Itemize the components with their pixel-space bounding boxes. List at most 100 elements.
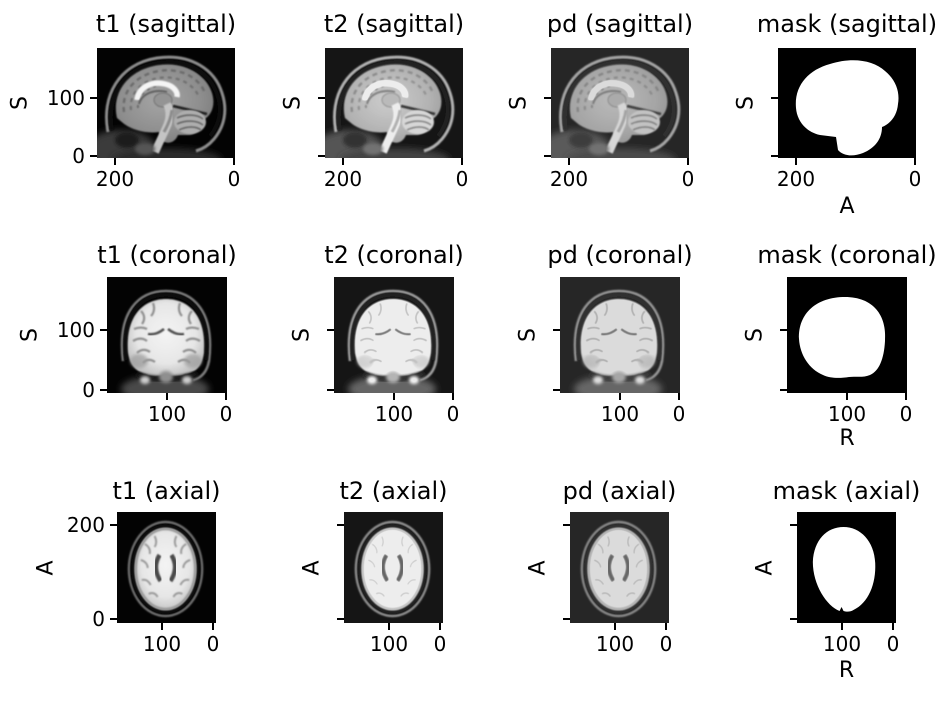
y-tick-mark <box>337 524 344 526</box>
y-axis-label: S <box>506 96 532 110</box>
y-tick-mark <box>318 155 325 157</box>
x-tick-mark <box>461 158 463 165</box>
y-tick-mark <box>90 155 97 157</box>
image-area <box>797 512 896 623</box>
plot-title: mask (sagittal) <box>756 9 938 38</box>
y-tick-mark <box>110 524 117 526</box>
plot-title: t1 (axial) <box>112 476 221 505</box>
y-tick-mark <box>100 329 107 331</box>
brain-image-t1-sagittal <box>97 48 235 158</box>
plot-title: t2 (axial) <box>339 476 448 505</box>
x-tick-label: 200 <box>95 167 135 191</box>
x-axis-label: A <box>839 194 855 219</box>
y-tick-mark <box>553 329 560 331</box>
x-tick-mark <box>388 623 390 630</box>
brain-image-t2-sagittal <box>325 48 463 158</box>
x-tick-mark <box>841 623 843 630</box>
image-area <box>560 277 680 393</box>
image-area <box>551 48 689 158</box>
x-tick-mark <box>393 393 395 400</box>
image-area <box>334 277 454 393</box>
y-axis-label: A <box>299 559 325 576</box>
x-tick-mark <box>166 393 168 400</box>
y-tick-mark <box>337 618 344 620</box>
x-tick-mark <box>687 158 689 165</box>
x-tick-label: 0 <box>206 632 220 656</box>
x-tick-label: 0 <box>227 167 241 191</box>
subplot-t2-coronal: t2 (coronal) S 100 0 <box>290 241 464 426</box>
x-tick-mark <box>225 393 227 400</box>
brain-image-t2-coronal <box>334 277 454 393</box>
y-tick-label: 0 <box>92 607 105 631</box>
x-tick-mark <box>614 623 616 630</box>
x-tick-label: 0 <box>433 632 447 656</box>
x-tick-label: 100 <box>142 632 182 656</box>
y-tick-mark <box>790 618 797 620</box>
image-area <box>344 512 443 623</box>
y-tick-mark <box>90 97 97 99</box>
y-tick-mark <box>327 389 334 391</box>
image-area <box>778 48 916 158</box>
x-tick-mark <box>892 623 894 630</box>
plot-title: t2 (coronal) <box>324 240 464 269</box>
y-tick-mark <box>780 389 787 391</box>
brain-mask-axial <box>797 512 896 623</box>
y-axis-label: S <box>733 96 759 110</box>
x-tick-mark <box>342 158 344 165</box>
x-tick-label: 0 <box>908 167 922 191</box>
y-tick-mark <box>100 389 107 391</box>
x-tick-mark <box>905 393 907 400</box>
x-tick-label: 200 <box>323 167 363 191</box>
y-tick-mark <box>563 524 570 526</box>
x-tick-label: 0 <box>659 632 673 656</box>
y-tick-mark <box>771 97 778 99</box>
x-tick-mark <box>795 158 797 165</box>
y-axis-label: S <box>289 328 315 342</box>
brain-image-pd-sagittal <box>551 48 689 158</box>
brain-image-t2-axial <box>344 512 443 623</box>
y-tick-label: 200 <box>66 513 105 537</box>
image-area <box>107 277 227 393</box>
x-tick-label: 0 <box>886 632 900 656</box>
plot-title: mask (coronal) <box>757 240 937 269</box>
subplot-mask-coronal: mask (coronal) S 100 0 R <box>743 241 937 451</box>
x-tick-mark <box>161 623 163 630</box>
plot-title: pd (sagittal) <box>546 9 694 38</box>
y-tick-mark <box>780 329 787 331</box>
x-tick-mark <box>619 393 621 400</box>
subplot-t1-sagittal: t1 (sagittal) S 100 0 200 0 <box>8 10 241 191</box>
y-axis-label: S <box>280 96 306 110</box>
y-tick-mark <box>110 618 117 620</box>
y-tick-mark <box>771 155 778 157</box>
image-area <box>787 277 907 393</box>
x-tick-mark <box>568 158 570 165</box>
subplot-pd-sagittal: pd (sagittal) S 200 0 <box>507 10 695 191</box>
y-tick-mark <box>544 155 551 157</box>
x-tick-label: 100 <box>827 402 867 426</box>
plot-title: mask (axial) <box>772 476 921 505</box>
plot-title: pd (axial) <box>562 476 677 505</box>
x-tick-label: 200 <box>549 167 589 191</box>
subplot-pd-coronal: pd (coronal) S 100 0 <box>516 241 693 426</box>
x-tick-label: 0 <box>455 167 469 191</box>
x-tick-mark <box>233 158 235 165</box>
x-tick-label: 200 <box>776 167 816 191</box>
y-axis-label: A <box>752 559 778 576</box>
x-tick-label: 100 <box>600 402 640 426</box>
x-tick-label: 100 <box>147 402 187 426</box>
image-area <box>325 48 463 158</box>
y-axis-label: S <box>7 96 33 110</box>
subplot-pd-axial: pd (axial) A 100 0 <box>526 477 677 656</box>
y-tick-mark <box>563 618 570 620</box>
x-axis-label: R <box>839 426 855 451</box>
x-tick-label: 100 <box>369 632 409 656</box>
y-tick-mark <box>544 97 551 99</box>
x-tick-mark <box>846 393 848 400</box>
y-tick-label: 100 <box>56 318 95 342</box>
y-axis-label: A <box>525 559 551 576</box>
y-tick-label: 0 <box>82 378 95 402</box>
x-tick-mark <box>678 393 680 400</box>
image-area <box>97 48 235 158</box>
brain-image-pd-axial <box>570 512 669 623</box>
y-axis-label: A <box>33 559 59 576</box>
